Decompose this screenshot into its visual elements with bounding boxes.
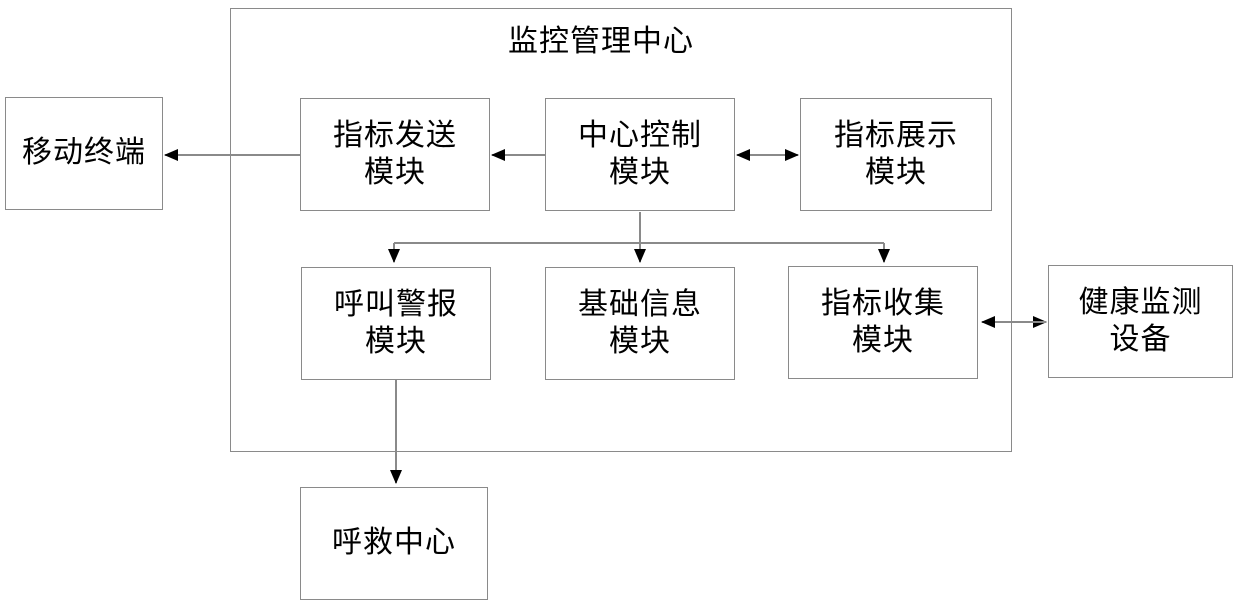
node-mobile-terminal[interactable]: 移动终端: [5, 97, 163, 210]
node-central-control-module[interactable]: 中心控制 模块: [545, 98, 735, 211]
node-label: 健康监测 设备: [1078, 285, 1203, 356]
node-health-monitoring-device[interactable]: 健康监测 设备: [1048, 265, 1233, 378]
node-call-alarm-module[interactable]: 呼叫警报 模块: [301, 267, 491, 380]
monitoring-management-center-container: [230, 8, 1012, 452]
node-label: 指标展示 模块: [834, 118, 958, 189]
page-title: 监控管理中心: [508, 25, 694, 58]
node-label: 指标收集 模块: [821, 286, 945, 357]
node-emergency-call-center[interactable]: 呼救中心: [300, 487, 488, 600]
node-basic-information-module[interactable]: 基础信息 模块: [545, 267, 735, 380]
node-label: 呼救中心: [332, 526, 456, 560]
node-indicator-sending-module[interactable]: 指标发送 模块: [300, 98, 490, 211]
node-label: 移动终端: [22, 136, 146, 170]
node-label: 中心控制 模块: [578, 118, 702, 189]
node-indicator-collection-module[interactable]: 指标收集 模块: [788, 266, 978, 379]
node-label: 指标发送 模块: [333, 118, 457, 189]
node-label: 基础信息 模块: [578, 287, 702, 358]
node-indicator-display-module[interactable]: 指标展示 模块: [800, 98, 992, 211]
node-label: 呼叫警报 模块: [334, 287, 458, 358]
